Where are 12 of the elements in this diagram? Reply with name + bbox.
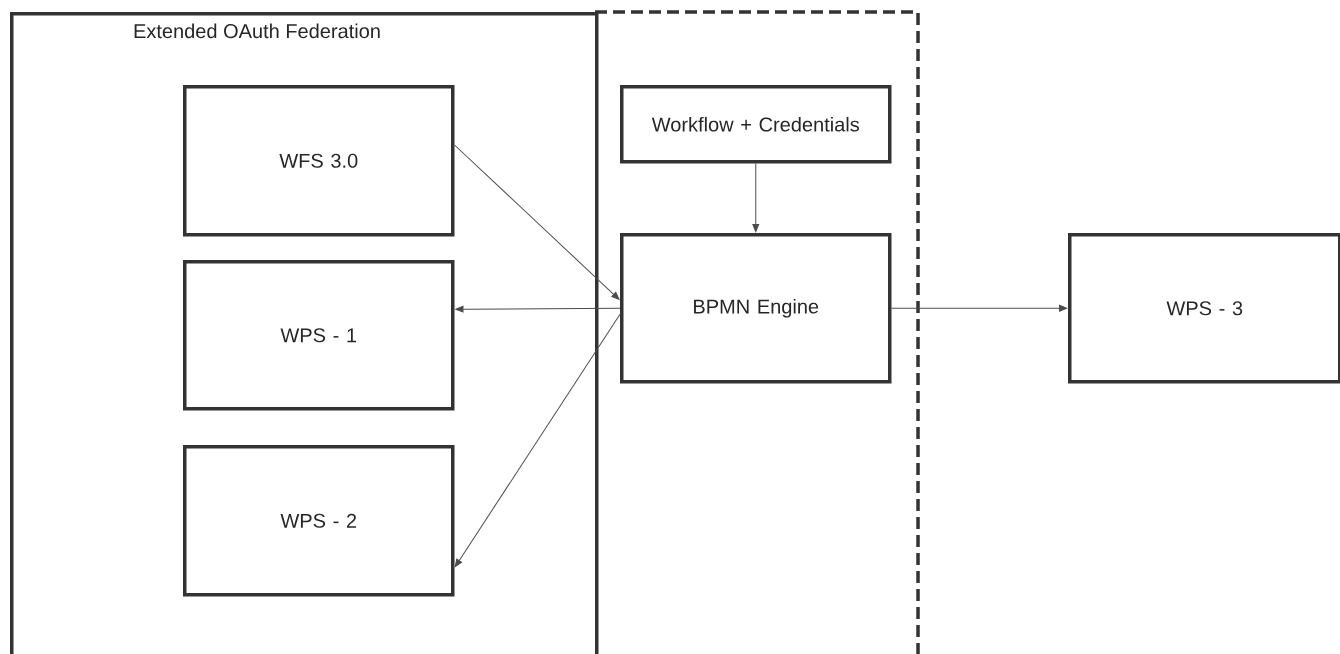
process-box: BPMN Engine xyxy=(620,233,892,384)
arrow xyxy=(891,304,1068,312)
process-box: Workflow + Credentials xyxy=(620,85,892,164)
process-box: WFS 3.0 xyxy=(183,85,455,237)
arrow xyxy=(455,305,621,313)
arrow xyxy=(752,163,760,233)
process-box: WPS - 1 xyxy=(183,260,455,411)
process-box: WPS - 2 xyxy=(183,445,455,597)
arrow xyxy=(454,144,620,300)
arrow xyxy=(454,313,621,568)
process-box: WPS - 3 xyxy=(1068,233,1340,384)
dashed-frame xyxy=(595,10,920,654)
